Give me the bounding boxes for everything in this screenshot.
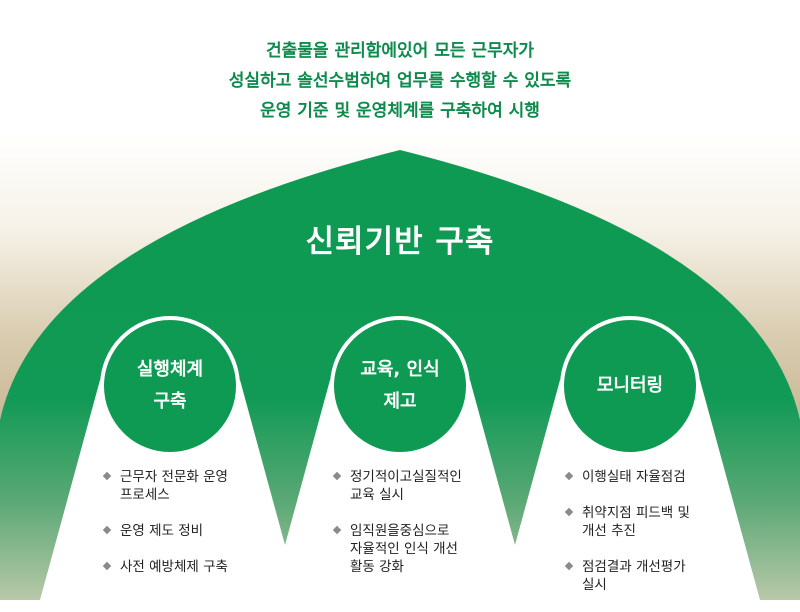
pillar-list-education: 정기적이고실질적인 교육 실시 임직원을중심으로 자율적인 인식 개선 활동 강… — [332, 468, 502, 594]
intro-line-3: 운영 기준 및 운영체계를 구축하여 시행 — [260, 101, 540, 121]
list-item-text: 점검결과 개선평가 실시 — [582, 559, 686, 593]
list-item-text: 정기적이고실질적인 교육 실시 — [350, 469, 462, 503]
pillar-title-line: 모니터링 — [596, 375, 664, 396]
pillar-title-line: 구축 — [153, 391, 187, 412]
diamond-bullet-icon — [564, 507, 574, 517]
pillar-title-line: 교육, 인식 — [360, 359, 440, 380]
list-item-text: 운영 제도 정비 — [120, 523, 204, 539]
intro-line-2: 성실하고 솔선수범하여 업무를 수행할 수 있도록 — [228, 71, 572, 91]
pillar-cone-1 — [40, 380, 300, 600]
pillar-circle-execution: 실행체계 구축 — [100, 316, 240, 456]
list-item: 정기적이고실질적인 교육 실시 — [332, 468, 502, 504]
list-item: 사전 예방체제 구축 — [102, 558, 262, 576]
diamond-bullet-icon — [102, 561, 112, 571]
list-item: 근무자 전문화 운영 프로세스 — [102, 468, 262, 504]
list-item: 점검결과 개선평가 실시 — [564, 558, 734, 594]
pillar-list-execution: 근무자 전문화 운영 프로세스 운영 제도 정비 사전 예방체제 구축 — [102, 468, 262, 594]
diamond-bullet-icon — [564, 471, 574, 481]
pillar-title-line: 실행체계 — [136, 359, 204, 380]
diamond-bullet-icon — [102, 471, 112, 481]
list-item-text: 임직원을중심으로 자율적인 인식 개선 활동 강화 — [350, 523, 458, 575]
list-item: 취약지점 피드백 및 개선 추진 — [564, 504, 734, 540]
list-item: 운영 제도 정비 — [102, 522, 262, 540]
pillar-circle-education: 교육, 인식 제고 — [330, 316, 470, 456]
list-item-text: 근무자 전문화 운영 프로세스 — [120, 469, 228, 503]
pillar-cone-3 — [500, 380, 760, 600]
list-item: 이행실태 자율점검 — [564, 468, 734, 486]
intro-text: 건출물을 관리함에있어 모든 근무자가 성실하고 솔선수범하여 업무를 수행할 … — [0, 36, 800, 126]
diamond-bullet-icon — [564, 561, 574, 571]
diamond-bullet-icon — [332, 525, 342, 535]
main-title: 신뢰기반 구축 — [305, 224, 495, 260]
diamond-bullet-icon — [102, 525, 112, 535]
pillar-list-monitoring: 이행실태 자율점검 취약지점 피드백 및 개선 추진 점검결과 개선평가 실시 — [564, 468, 734, 612]
diamond-bullet-icon — [332, 471, 342, 481]
intro-line-1: 건출물을 관리함에있어 모든 근무자가 — [266, 41, 534, 61]
list-item-text: 사전 예방체제 구축 — [120, 559, 228, 575]
pillar-circle-monitoring: 모니터링 — [560, 316, 700, 456]
list-item-text: 취약지점 피드백 및 개선 추진 — [582, 505, 690, 539]
pillar-title-line: 제고 — [383, 391, 417, 412]
list-item-text: 이행실태 자율점검 — [582, 469, 686, 485]
list-item: 임직원을중심으로 자율적인 인식 개선 활동 강화 — [332, 522, 502, 576]
pillar-cone-2 — [270, 380, 530, 600]
